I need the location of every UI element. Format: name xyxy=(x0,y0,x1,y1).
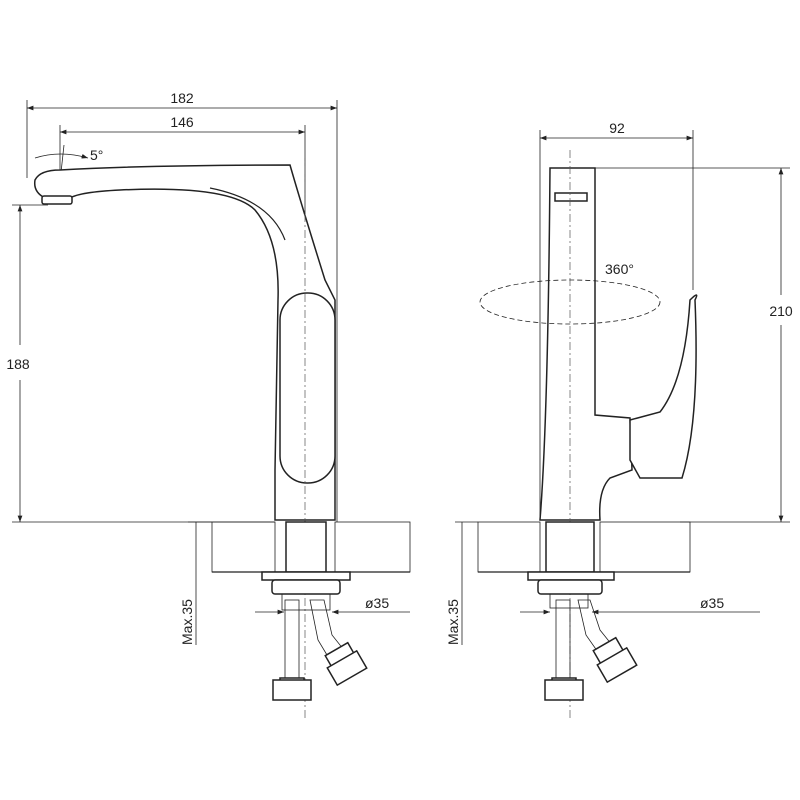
dim-182-label: 182 xyxy=(170,90,194,106)
dimension-diameter-left: ø35 xyxy=(255,595,410,615)
faucet-body-front: 360° xyxy=(479,150,698,720)
max35-right-label: Max.35 xyxy=(445,599,461,645)
side-view: 182 146 5° 188 xyxy=(6,90,411,720)
dimension-max35-left: Max.35 xyxy=(179,521,212,645)
diameter-left-label: ø35 xyxy=(365,595,389,611)
angle-5-label: 5° xyxy=(90,147,103,163)
dimension-182: 182 xyxy=(26,90,338,522)
dimension-210: 210 xyxy=(590,167,793,523)
dimension-diameter-right: ø35 xyxy=(520,595,760,615)
max35-left-label: Max.35 xyxy=(179,599,195,645)
supply-hoses-right xyxy=(544,593,638,701)
countertop-section-right xyxy=(477,521,691,595)
dim-146-label: 146 xyxy=(170,114,194,130)
dimension-188: 188 xyxy=(6,204,275,523)
dim-188-label: 188 xyxy=(6,356,30,372)
front-view: 92 210 360° xyxy=(445,120,793,720)
rotation-ellipse xyxy=(479,279,661,325)
supply-hoses-left xyxy=(272,593,368,701)
dim-92-label: 92 xyxy=(609,120,625,136)
faucet-body-side xyxy=(33,150,336,720)
dimension-max35-right: Max.35 xyxy=(445,521,478,645)
rotation-label: 360° xyxy=(605,261,634,277)
countertop-section-left xyxy=(211,521,411,595)
dim-210-label: 210 xyxy=(769,303,793,319)
dimension-92: 92 xyxy=(539,120,694,520)
diameter-right-label: ø35 xyxy=(700,595,724,611)
